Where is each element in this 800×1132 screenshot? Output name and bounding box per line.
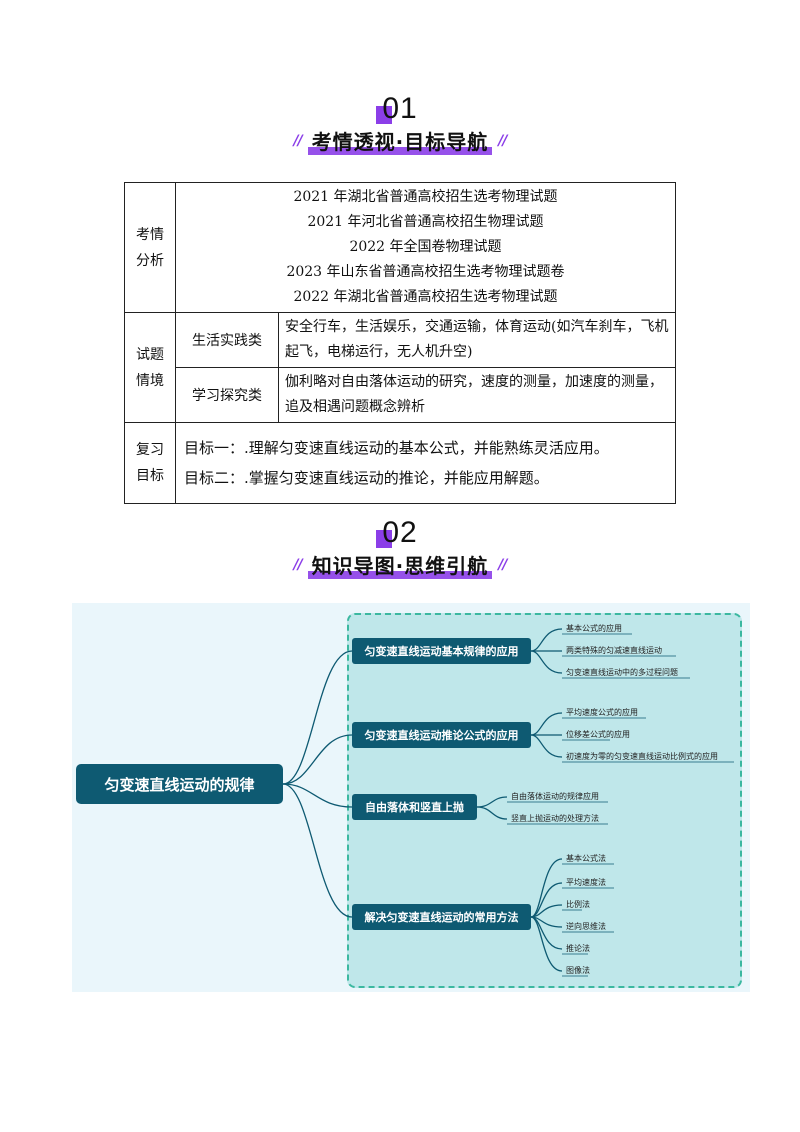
context-sub-life: 生活实践类 — [175, 312, 279, 368]
exam-info-table: 考情分析 2021 年湖北省普通高校招生选考物理试题 2021 年河北省普通高校… — [124, 182, 676, 504]
section-1-title: 考情透视·目标导航 — [307, 126, 493, 155]
analysis-line: 2021 年河北省普通高校招生物理试题 — [307, 214, 544, 230]
table-row-analysis: 考情分析 2021 年湖北省普通高校招生选考物理试题 2021 年河北省普通高校… — [124, 182, 676, 313]
section-2-title: 知识导图·思维引航 — [307, 550, 493, 579]
slash-decoration-right: // — [498, 132, 507, 149]
analysis-line: 2021 年湖北省普通高校招生选考物理试题 — [293, 189, 558, 205]
connector-b2-leaf — [530, 734, 563, 758]
section-1-title-accent — [307, 147, 493, 155]
connector-root-b4 — [282, 783, 353, 918]
analysis-line: 2023 年山东省普通高校招生选考物理试题卷 — [286, 264, 565, 280]
analysis-line: 2022 年湖北省普通高校招生选考物理试题 — [293, 289, 558, 305]
section-1-title-row: // 考情透视·目标导航 // — [0, 126, 800, 155]
context-study-text: 伽利略对自由落体运动的研究，速度的测量，加速度的测量，追及相遇问题概念辨析 — [278, 367, 676, 423]
leaf-item: 位移差公式的应用 — [566, 730, 630, 739]
leaf-item: 比例法 — [566, 900, 590, 909]
table-row-context-2: 学习探究类 伽利略对自由落体运动的研究，速度的测量，加速度的测量，追及相遇问题概… — [125, 367, 676, 423]
analysis-list: 2021 年湖北省普通高校招生选考物理试题 2021 年河北省普通高校招生物理试… — [175, 182, 676, 313]
goal-item: 目标二：.掌握匀变速直线运动的推论，并能应用解题。 — [184, 469, 549, 487]
goal-item: 目标一：.理解匀变速直线运动的基本公式，并能熟练灵活应用。 — [184, 439, 609, 457]
analysis-line: 2022 年全国卷物理试题 — [349, 239, 502, 255]
section-2-number-accent — [376, 530, 393, 548]
section-2-title-accent — [307, 571, 493, 579]
connector-b2-leaf — [530, 712, 563, 736]
mind-map-root: 匀变速直线运动的规律 — [76, 764, 283, 804]
leaf-item: 基本公式的应用 — [566, 624, 622, 633]
leaf-item: 推论法 — [566, 944, 590, 953]
section-1-title-text: 考情透视·目标导航 — [311, 130, 489, 154]
leaf-item: 平均速度公式的应用 — [566, 708, 638, 717]
connector-root-b2 — [282, 734, 353, 785]
slash-decoration-left: // — [293, 556, 302, 573]
section-1-header: 01 // 考情透视·目标导航 // — [0, 92, 800, 155]
leaf-item: 匀变速直线运动中的多过程问题 — [566, 668, 678, 677]
leaf-item: 逆向思维法 — [566, 922, 606, 931]
goals-label: 复习目标 — [124, 422, 176, 504]
connector-b1-leaf — [530, 628, 563, 652]
leaf-item: 自由落体运动的规律应用 — [511, 792, 599, 801]
slash-decoration-right: // — [498, 556, 507, 573]
context-life-text: 安全行车，生活娱乐，交通运输，体育运动(如汽车刹车，飞机起飞，电梯运行，无人机升… — [278, 312, 676, 368]
connector-b3-leaf — [476, 796, 508, 808]
section-2-header: 02 // 知识导图·思维引航 // — [0, 516, 800, 579]
connector-root-b3 — [282, 783, 353, 808]
context-sub-study: 学习探究类 — [175, 367, 279, 423]
connector-b3-leaf — [476, 806, 508, 820]
leaf-item: 初速度为零的匀变速直线运动比例式的应用 — [566, 752, 718, 761]
leaf-item: 图像法 — [566, 966, 590, 975]
branch-common-methods: 解决匀变速直线运动的常用方法 — [352, 904, 531, 930]
table-row-context-1: 试题情境 生活实践类 安全行车，生活娱乐，交通运输，体育运动(如汽车刹车，飞机起… — [124, 312, 676, 423]
branch-free-fall: 自由落体和竖直上抛 — [352, 794, 477, 820]
section-2-title-text: 知识导图·思维引航 — [311, 554, 489, 578]
section-1-number: 01 — [382, 92, 418, 125]
connector-b4-leaf — [530, 916, 563, 972]
leaf-item: 基本公式法 — [566, 854, 606, 863]
connector-root-b1 — [282, 650, 353, 785]
section-2-number-wrap: 02 — [376, 516, 418, 550]
mind-map-connectors — [282, 628, 734, 977]
section-2-number: 02 — [382, 516, 418, 549]
connector-b1-leaf — [530, 650, 563, 674]
leaf-item: 平均速度法 — [566, 878, 606, 887]
goals-list: 目标一：.理解匀变速直线运动的基本公式，并能熟练灵活应用。 目标二：.掌握匀变速… — [175, 422, 676, 504]
mind-map: 匀变速直线运动的规律 匀变速直线运动基本规律的应用 匀变速直线运动推论公式的应用… — [72, 603, 750, 992]
section-1-number-wrap: 01 — [376, 92, 418, 126]
table-row-goals: 复习目标 目标一：.理解匀变速直线运动的基本公式，并能熟练灵活应用。 目标二：.… — [124, 422, 676, 504]
section-1-number-accent — [376, 106, 393, 124]
branch-basic-rules: 匀变速直线运动基本规律的应用 — [352, 638, 531, 664]
section-2-title-row: // 知识导图·思维引航 // — [0, 550, 800, 579]
leaf-item: 竖直上抛运动的处理方法 — [511, 814, 599, 823]
context-label: 试题情境 — [124, 312, 176, 423]
leaf-item: 两类特殊的匀减速直线运动 — [566, 646, 662, 655]
branch-inference-formulas: 匀变速直线运动推论公式的应用 — [352, 722, 531, 748]
slash-decoration-left: // — [293, 132, 302, 149]
analysis-label: 考情分析 — [124, 182, 176, 313]
